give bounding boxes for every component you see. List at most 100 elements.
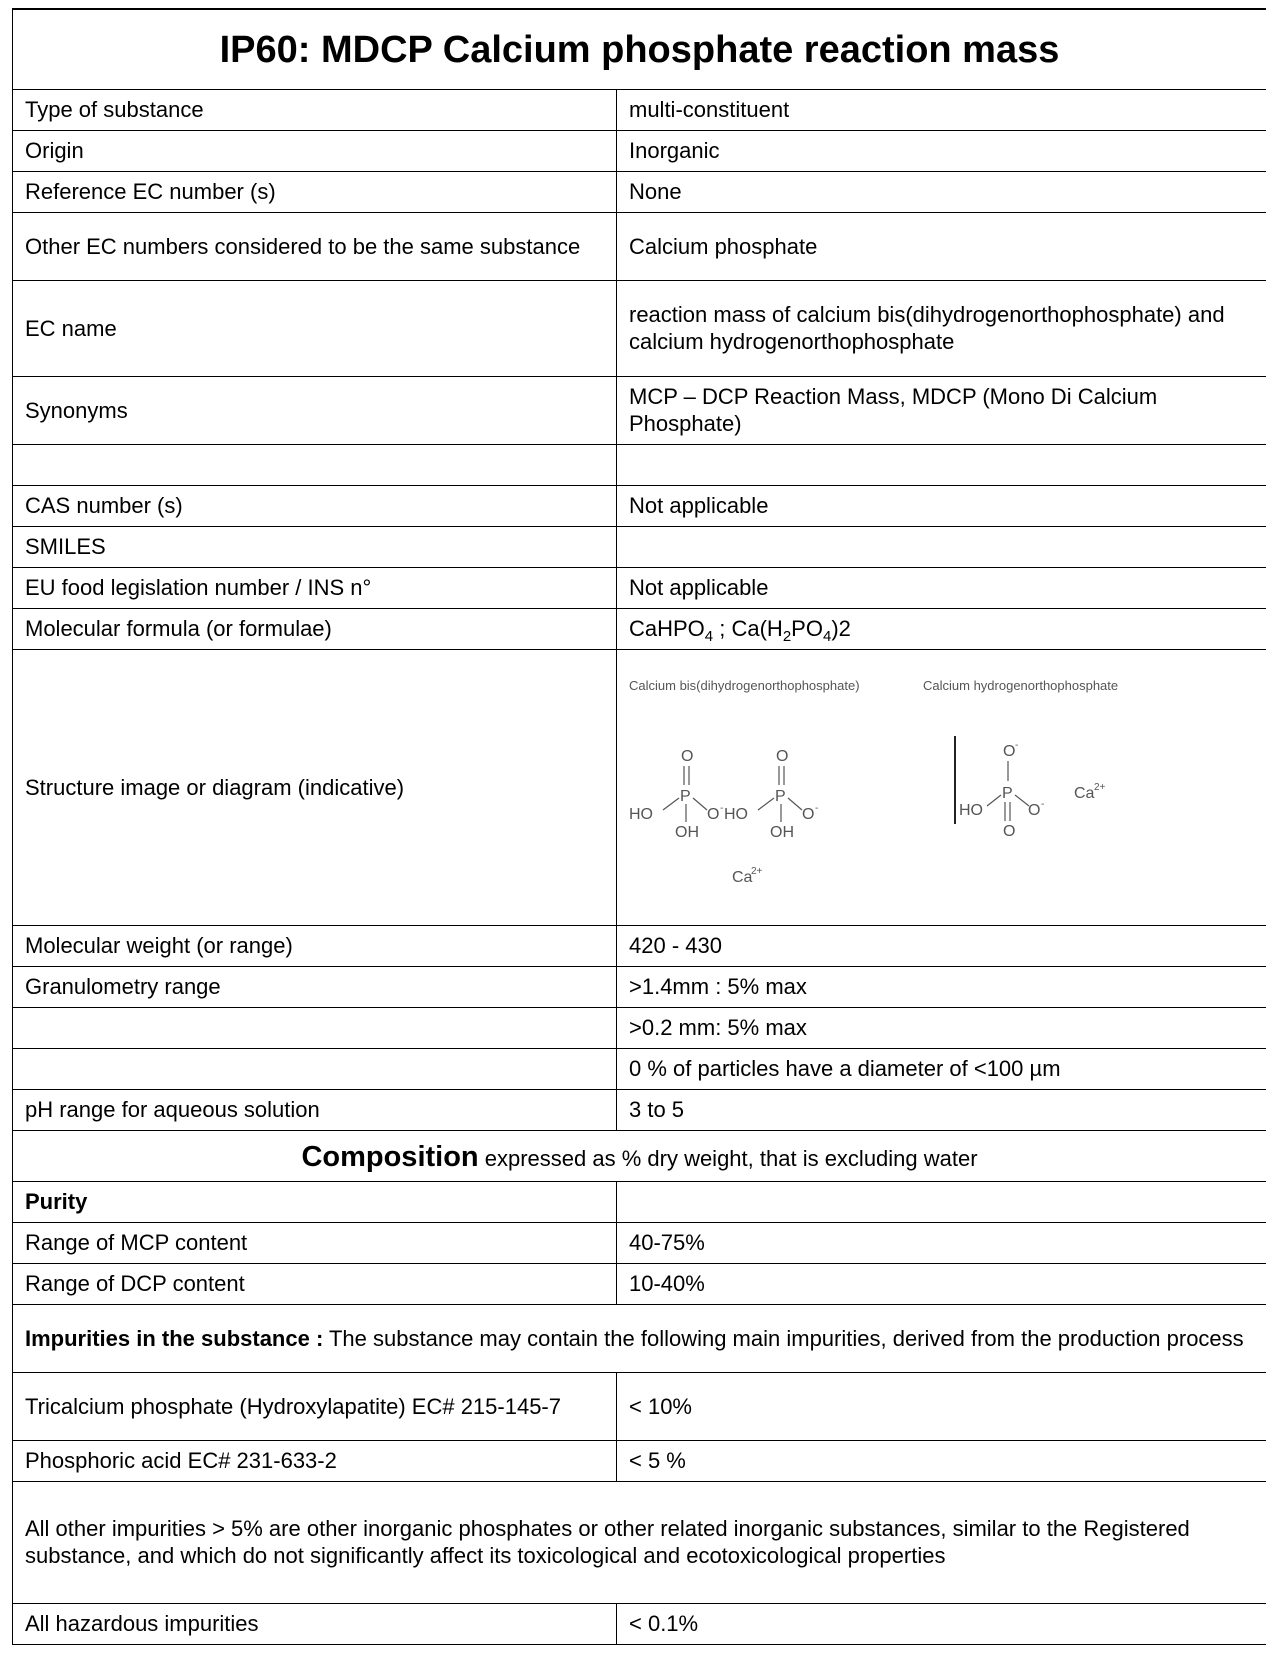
structure-svg: Calcium bis(dihydrogenorthophosphate) Ca… [629, 678, 1118, 886]
table-row: Molecular weight (or range) 420 - 430 [12, 925, 1266, 967]
table-row: Granulometry range >1.4mm : 5% max [12, 966, 1266, 1008]
row-label: Synonyms [12, 376, 617, 445]
table-row: Other EC numbers considered to be the sa… [12, 212, 1266, 281]
row-label: CAS number (s) [12, 485, 617, 527]
calcium-ion-1: Ca 2+ [732, 866, 763, 886]
table-row: CAS number (s) Not applicable [12, 485, 1266, 527]
caption-mcp: Calcium bis(dihydrogenorthophosphate) [629, 678, 860, 693]
table-row-formula: Molecular formula (or formulae) CaHPO4 ;… [12, 608, 1266, 650]
svg-text:O: O [802, 806, 814, 823]
svg-text:O: O [707, 806, 719, 823]
svg-text:HO: HO [959, 802, 983, 819]
row-value: < 5 % [616, 1440, 1266, 1482]
row-label: Molecular formula (or formulae) [12, 608, 617, 650]
row-label: SMILES [12, 526, 617, 568]
svg-text:O: O [1028, 802, 1040, 819]
substance-table: IP60: MDCP Calcium phosphate reaction ma… [12, 8, 1266, 1645]
table-row: Purity [12, 1181, 1266, 1223]
row-value: < 10% [616, 1372, 1266, 1441]
svg-text:HO: HO [629, 806, 653, 823]
row-label: Reference EC number (s) [12, 171, 617, 213]
svg-text:O: O [776, 748, 788, 765]
row-label [12, 1007, 617, 1049]
row-value: < 0.1% [616, 1603, 1266, 1645]
row-label: pH range for aqueous solution [12, 1089, 617, 1131]
calcium-ion-2: Ca 2+ [1074, 782, 1106, 802]
purity-label: Purity [12, 1181, 617, 1223]
row-value: >0.2 mm: 5% max [616, 1007, 1266, 1049]
table-row: pH range for aqueous solution 3 to 5 [12, 1089, 1266, 1131]
row-value: None [616, 171, 1266, 213]
row-value: Not applicable [616, 485, 1266, 527]
table-row: EC name reaction mass of calcium bis(dih… [12, 280, 1266, 377]
table-row: Tricalcium phosphate (Hydroxylapatite) E… [12, 1372, 1266, 1441]
row-label [12, 1048, 617, 1090]
row-value: >1.4mm : 5% max [616, 966, 1266, 1008]
svg-text:HO: HO [724, 806, 748, 823]
table-row: >0.2 mm: 5% max [12, 1007, 1266, 1049]
row-label: Range of MCP content [12, 1222, 617, 1264]
caption-dcp: Calcium hydrogenorthophosphate [923, 678, 1118, 693]
composition-heading: Composition expressed as % dry weight, t… [12, 1130, 1266, 1182]
row-value: 0 % of particles have a diameter of <100… [616, 1048, 1266, 1090]
svg-text:-: - [815, 803, 818, 814]
impurities-note: All other impurities > 5% are other inor… [12, 1481, 1266, 1604]
svg-text:2+: 2+ [751, 866, 763, 877]
table-row: Synonyms MCP – DCP Reaction Mass, MDCP (… [12, 376, 1266, 445]
impurities-heading-row: Impurities in the substance : The substa… [12, 1304, 1266, 1373]
table-row: 0 % of particles have a diameter of <100… [12, 1048, 1266, 1090]
table-row: Phosphoric acid EC# 231-633-2 < 5 % [12, 1440, 1266, 1482]
table-row: Origin Inorganic [12, 130, 1266, 172]
impurities-note-row: All other impurities > 5% are other inor… [12, 1481, 1266, 1604]
svg-text:P: P [680, 788, 691, 805]
row-label: EC name [12, 280, 617, 377]
table-row-empty [12, 444, 1266, 486]
row-value: Inorganic [616, 130, 1266, 172]
composition-heading-row: Composition expressed as % dry weight, t… [12, 1130, 1266, 1182]
row-label [12, 444, 617, 486]
row-value [616, 444, 1266, 486]
row-value [616, 1181, 1266, 1223]
row-value: reaction mass of calcium bis(dihydrogeno… [616, 280, 1266, 377]
row-value: multi-constituent [616, 89, 1266, 131]
svg-text:P: P [1002, 785, 1013, 802]
table-row: Range of MCP content 40-75% [12, 1222, 1266, 1264]
svg-text:-: - [1015, 740, 1018, 751]
table-row: EU food legislation number / INS n° Not … [12, 567, 1266, 609]
row-label: Tricalcium phosphate (Hydroxylapatite) E… [12, 1372, 617, 1441]
svg-text:OH: OH [770, 824, 794, 841]
svg-text:OH: OH [675, 824, 699, 841]
svg-text:-: - [1041, 799, 1044, 810]
sheet-title: IP60: MDCP Calcium phosphate reaction ma… [12, 8, 1266, 90]
mcp-molecule-2: O P HO O - OH [724, 748, 818, 841]
row-value: 40-75% [616, 1222, 1266, 1264]
table-row: Range of DCP content 10-40% [12, 1263, 1266, 1305]
table-row: Type of substance multi-constituent [12, 89, 1266, 131]
row-label: Structure image or diagram (indicative) [12, 649, 617, 926]
svg-text:O: O [1003, 823, 1015, 840]
row-label: Other EC numbers considered to be the sa… [12, 212, 617, 281]
row-value [616, 526, 1266, 568]
row-label: Origin [12, 130, 617, 172]
row-value: MCP – DCP Reaction Mass, MDCP (Mono Di C… [616, 376, 1266, 445]
row-label: Range of DCP content [12, 1263, 617, 1305]
table-row-structure: Structure image or diagram (indicative) … [12, 649, 1266, 926]
row-value: Not applicable [616, 567, 1266, 609]
svg-text:Ca: Ca [1074, 785, 1095, 802]
table-row: All hazardous impurities < 0.1% [12, 1603, 1266, 1645]
dcp-molecule: O - P HO O - O [959, 740, 1044, 840]
svg-text:P: P [775, 788, 786, 805]
svg-text:Ca: Ca [732, 869, 753, 886]
impurities-heading: Impurities in the substance : The substa… [12, 1304, 1266, 1373]
row-value: 420 - 430 [616, 925, 1266, 967]
row-label: Molecular weight (or range) [12, 925, 617, 967]
row-value: 3 to 5 [616, 1089, 1266, 1131]
row-label: EU food legislation number / INS n° [12, 567, 617, 609]
row-label: Granulometry range [12, 966, 617, 1008]
table-row: Reference EC number (s) None [12, 171, 1266, 213]
row-value: 10-40% [616, 1263, 1266, 1305]
row-value: Calcium phosphate [616, 212, 1266, 281]
row-label: Phosphoric acid EC# 231-633-2 [12, 1440, 617, 1482]
svg-text:O: O [681, 748, 693, 765]
row-label: Type of substance [12, 89, 617, 131]
